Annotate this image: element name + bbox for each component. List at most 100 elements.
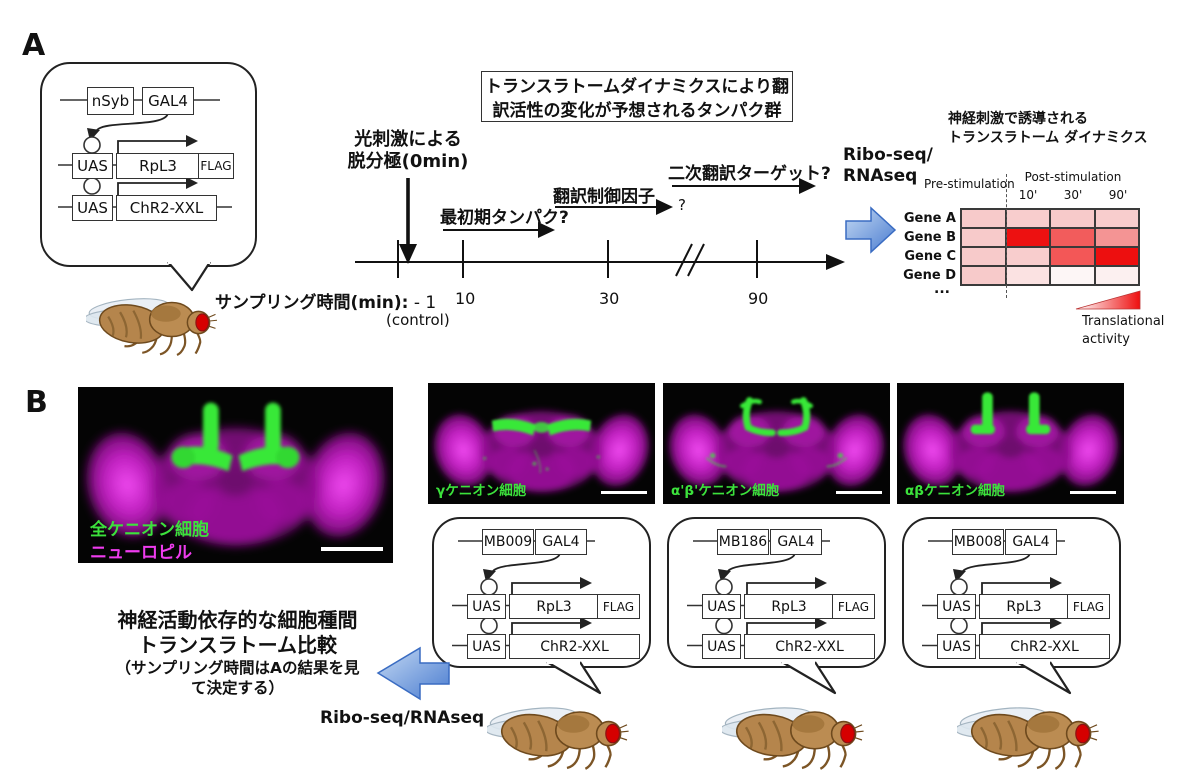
uas-label: UAS (472, 598, 501, 615)
translational-activity-label: Translational activity (1082, 313, 1164, 349)
uas-box: UAS (937, 634, 976, 659)
panel-b-label: B (25, 385, 48, 420)
promoter-box: MB009 (482, 529, 534, 555)
all-kenyon-cell-label: 全ケニオン細胞 (90, 520, 209, 540)
post-tick-90: 90' (1108, 188, 1128, 202)
gal4-label: GAL4 (1012, 534, 1050, 550)
heatmap-cell (1006, 248, 1049, 265)
tick-label-90: 90 (748, 289, 769, 308)
block-arrow-left-icon (376, 646, 450, 701)
rpl3-box: RpL3 (116, 153, 200, 179)
annotation-immediate-early: 最初期タンパク? (440, 208, 569, 228)
fruit-fly-illustration (722, 692, 882, 772)
gamma-kenyon-cell-label: γケニオン細胞 (436, 483, 527, 499)
legend-line2: activity (1082, 332, 1130, 347)
light-stim-line2: 脱分極(0min) (347, 151, 469, 172)
speech-bubble-tail (167, 260, 211, 292)
chr2xxl-box: ChR2-XXL (116, 195, 217, 221)
flag-label: FLAG (1072, 599, 1105, 614)
heatmap-cell (1006, 229, 1049, 246)
chr2xxl-label: ChR2-XXL (129, 198, 204, 217)
hypothesis-box: トランスラトームダイナミクスにより翻 訳活性の変化が予想されるタンパク群 (481, 71, 793, 122)
uas-label: UAS (707, 598, 736, 615)
heatmap-cell (962, 229, 1005, 246)
uas-label: UAS (942, 638, 971, 655)
uas-label: UAS (472, 638, 501, 655)
heatmap-cell (1095, 267, 1138, 284)
heatmap-cell (1095, 248, 1138, 265)
construct-bubble-alpha-prime-beta-prime: MB186 GAL4 UAS RpL3 FLAG UAS ChR2-XXL (667, 517, 887, 702)
scale-bar (321, 547, 383, 551)
rpl3-box: RpL3 (979, 594, 1069, 619)
post-stimulation-label: Post-stimulation (1024, 170, 1122, 184)
gene-row-label: Gene A (903, 211, 956, 226)
promoter-box: nSyb (87, 87, 134, 115)
construct-bubble-gamma: MB009 GAL4 UAS RpL3 FLAG UAS ChR2-XXL (432, 517, 652, 702)
promoter-label: MB008 (953, 534, 1003, 550)
fruit-fly-illustration (86, 282, 234, 360)
heatmap-title: 神経刺激で誘導される トランスラトーム ダイナミクス (948, 110, 1147, 148)
brain-confocal-image-all-kc: 全ケニオン細胞 ニューロピル (78, 387, 393, 563)
rpl3-label: RpL3 (536, 598, 572, 615)
light-stim-label: 光刺激による 脱分極(0min) (338, 129, 478, 173)
pre-post-separator (1006, 174, 1007, 298)
comparison-line2: トランスラトーム比較 (138, 633, 337, 657)
flag-box: FLAG (597, 594, 640, 619)
gal4-label: GAL4 (777, 534, 815, 550)
riboseq-line2: RNAseq (843, 166, 918, 186)
post-tick-10: 10' (1018, 188, 1038, 202)
gene-row-label: Gene B (904, 230, 956, 245)
heatmap-cell (1051, 248, 1094, 265)
panel-a-label: A (22, 28, 46, 63)
flag-box: FLAG (832, 594, 875, 619)
flag-label: FLAG (837, 599, 870, 614)
gal4-box: GAL4 (1005, 529, 1057, 555)
alpha-prime-beta-prime-kenyon-cell-label: α'β'ケニオン細胞 (671, 483, 780, 499)
heatmap-cell (962, 267, 1005, 284)
annotation-translation-factor: 翻訳制御因子 (553, 187, 655, 207)
fruit-fly-illustration (487, 692, 647, 772)
rpl3-box: RpL3 (744, 594, 834, 619)
gal4-box: GAL4 (142, 87, 194, 115)
construct-bubble-pan-neuronal: nSyb GAL4 UAS RpL3 FLAG UAS ChR2-XXL (40, 62, 258, 302)
heatmap-cell (1006, 267, 1049, 284)
control-note: (control) (386, 311, 450, 329)
promoter-box: MB008 (952, 529, 1004, 555)
pre-stimulation-label: Pre-stimulation (924, 177, 1015, 191)
uas-box: UAS (72, 153, 113, 179)
chr2xxl-box: ChR2-XXL (509, 634, 640, 659)
gal4-box: GAL4 (770, 529, 822, 555)
uas-label: UAS (77, 198, 108, 217)
flag-label: FLAG (602, 599, 635, 614)
scale-bar (601, 491, 647, 494)
heatmap-title-line2: トランスラトーム ダイナミクス (948, 130, 1148, 146)
heatmap-cell (1051, 229, 1094, 246)
heatmap-cell (1051, 267, 1094, 284)
heatmap-cell (962, 210, 1005, 227)
heatmap-cell (962, 248, 1005, 265)
chr2xxl-label: ChR2-XXL (540, 638, 609, 655)
speech-bubble-tail (546, 660, 602, 695)
legend-line1: Translational (1082, 314, 1165, 329)
gal4-label: GAL4 (542, 534, 580, 550)
heatmap-grid (960, 208, 1140, 286)
tick-label-minus1: - 1 (413, 293, 437, 313)
annotation-question-mark: ? (678, 196, 686, 214)
flag-box: FLAG (1067, 594, 1110, 619)
speech-bubble-tail (781, 660, 837, 695)
riboseq-line1: Ribo-seq/ (843, 145, 933, 165)
rpl3-label: RpL3 (771, 598, 807, 615)
promoter-label: nSyb (91, 91, 130, 110)
chr2xxl-label: ChR2-XXL (775, 638, 844, 655)
uas-label: UAS (77, 156, 108, 175)
scale-bar (1070, 491, 1116, 494)
hypothesis-line1: トランスラトームダイナミクスにより翻 (485, 77, 789, 97)
flag-label: FLAG (200, 159, 232, 173)
heatmap-cell (1095, 210, 1138, 227)
rpl3-label: RpL3 (139, 156, 177, 175)
uas-box: UAS (467, 594, 506, 619)
uas-box: UAS (72, 195, 113, 221)
fruit-fly-illustration (957, 692, 1117, 772)
gene-ellipsis: ... (934, 281, 950, 297)
uas-box: UAS (937, 594, 976, 619)
